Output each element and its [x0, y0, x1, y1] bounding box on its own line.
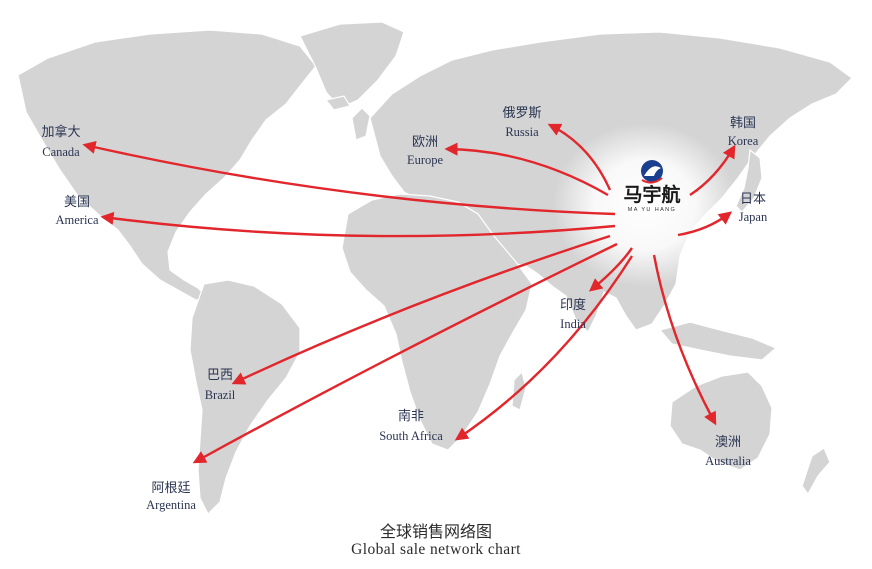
label-argentina: 阿根廷 Argentina: [146, 481, 196, 512]
land-new-zealand: [801, 447, 831, 496]
label-japan-cn: 日本: [740, 192, 766, 207]
label-argentina-cn: 阿根廷: [151, 481, 190, 496]
label-canada-en: Canada: [42, 145, 80, 159]
hub-glow: [553, 123, 737, 287]
label-south-africa-en: South Africa: [379, 429, 443, 443]
route-america: [100, 211, 616, 238]
label-america-cn: 美国: [64, 195, 90, 210]
label-russia-en: Russia: [505, 125, 539, 139]
caption-title-cn: 全球销售网络图: [379, 522, 492, 541]
hub-brand-en: MA YU HANG: [628, 207, 676, 213]
label-south-africa-cn: 南非: [398, 408, 424, 424]
label-japan: 日本 Japan: [739, 192, 768, 224]
route-russia: [547, 123, 612, 191]
land-japan: [735, 148, 763, 213]
label-russia-cn: 俄罗斯: [502, 106, 541, 121]
label-argentina-en: Argentina: [146, 498, 196, 512]
logo-horse-icon: [644, 166, 661, 176]
label-europe-cn: 欧洲: [412, 135, 438, 150]
land-south-america: [189, 279, 301, 516]
caption-title-en: Global sale network chart: [351, 541, 521, 558]
label-europe-en: Europe: [407, 153, 444, 167]
destination-labels: 加拿大 Canada 美国 America 欧洲 Europe 俄罗斯 Russ…: [41, 106, 767, 512]
land-uk: [351, 107, 371, 141]
route-australia: [652, 254, 717, 426]
hub-logo: 马宇航 MA YU HANG: [623, 160, 681, 213]
route-europe: [444, 142, 609, 197]
label-brazil: 巴西 Brazil: [205, 368, 236, 402]
label-america: 美国 America: [55, 195, 98, 227]
land-north-america: [17, 29, 317, 301]
land-australia: [669, 371, 773, 471]
label-europe: 欧洲 Europe: [407, 135, 444, 167]
label-canada: 加拿大 Canada: [41, 124, 80, 159]
label-korea: 韩国 Korea: [728, 116, 759, 148]
label-india-en: India: [560, 317, 586, 331]
logo-swoosh-icon: [641, 177, 663, 184]
label-russia: 俄罗斯 Russia: [502, 106, 541, 139]
label-japan-en: Japan: [739, 210, 768, 224]
land-iceland: [324, 95, 351, 111]
label-australia: 澳洲 Australia: [705, 434, 751, 468]
label-south-africa: 南非 South Africa: [379, 408, 443, 443]
label-australia-cn: 澳洲: [715, 434, 741, 450]
label-korea-cn: 韩国: [730, 116, 756, 131]
route-south-africa: [454, 255, 634, 441]
route-argentina: [192, 242, 618, 464]
label-india: 印度 India: [560, 297, 586, 331]
label-australia-en: Australia: [705, 454, 751, 468]
hub-brand-cn: 马宇航: [623, 183, 680, 206]
land-greenland: [299, 21, 405, 109]
label-canada-cn: 加拿大: [41, 124, 80, 140]
route-canada: [82, 140, 616, 216]
label-india-cn: 印度: [560, 297, 586, 313]
label-brazil-en: Brazil: [205, 388, 236, 402]
label-korea-en: Korea: [728, 134, 759, 148]
routes: [82, 123, 736, 464]
route-japan: [677, 211, 733, 237]
route-korea: [689, 144, 736, 197]
label-america-en: America: [55, 213, 98, 227]
route-brazil: [231, 234, 611, 385]
land-sea-islands: [658, 321, 778, 361]
label-brazil-cn: 巴西: [207, 368, 233, 383]
route-india: [588, 247, 633, 292]
